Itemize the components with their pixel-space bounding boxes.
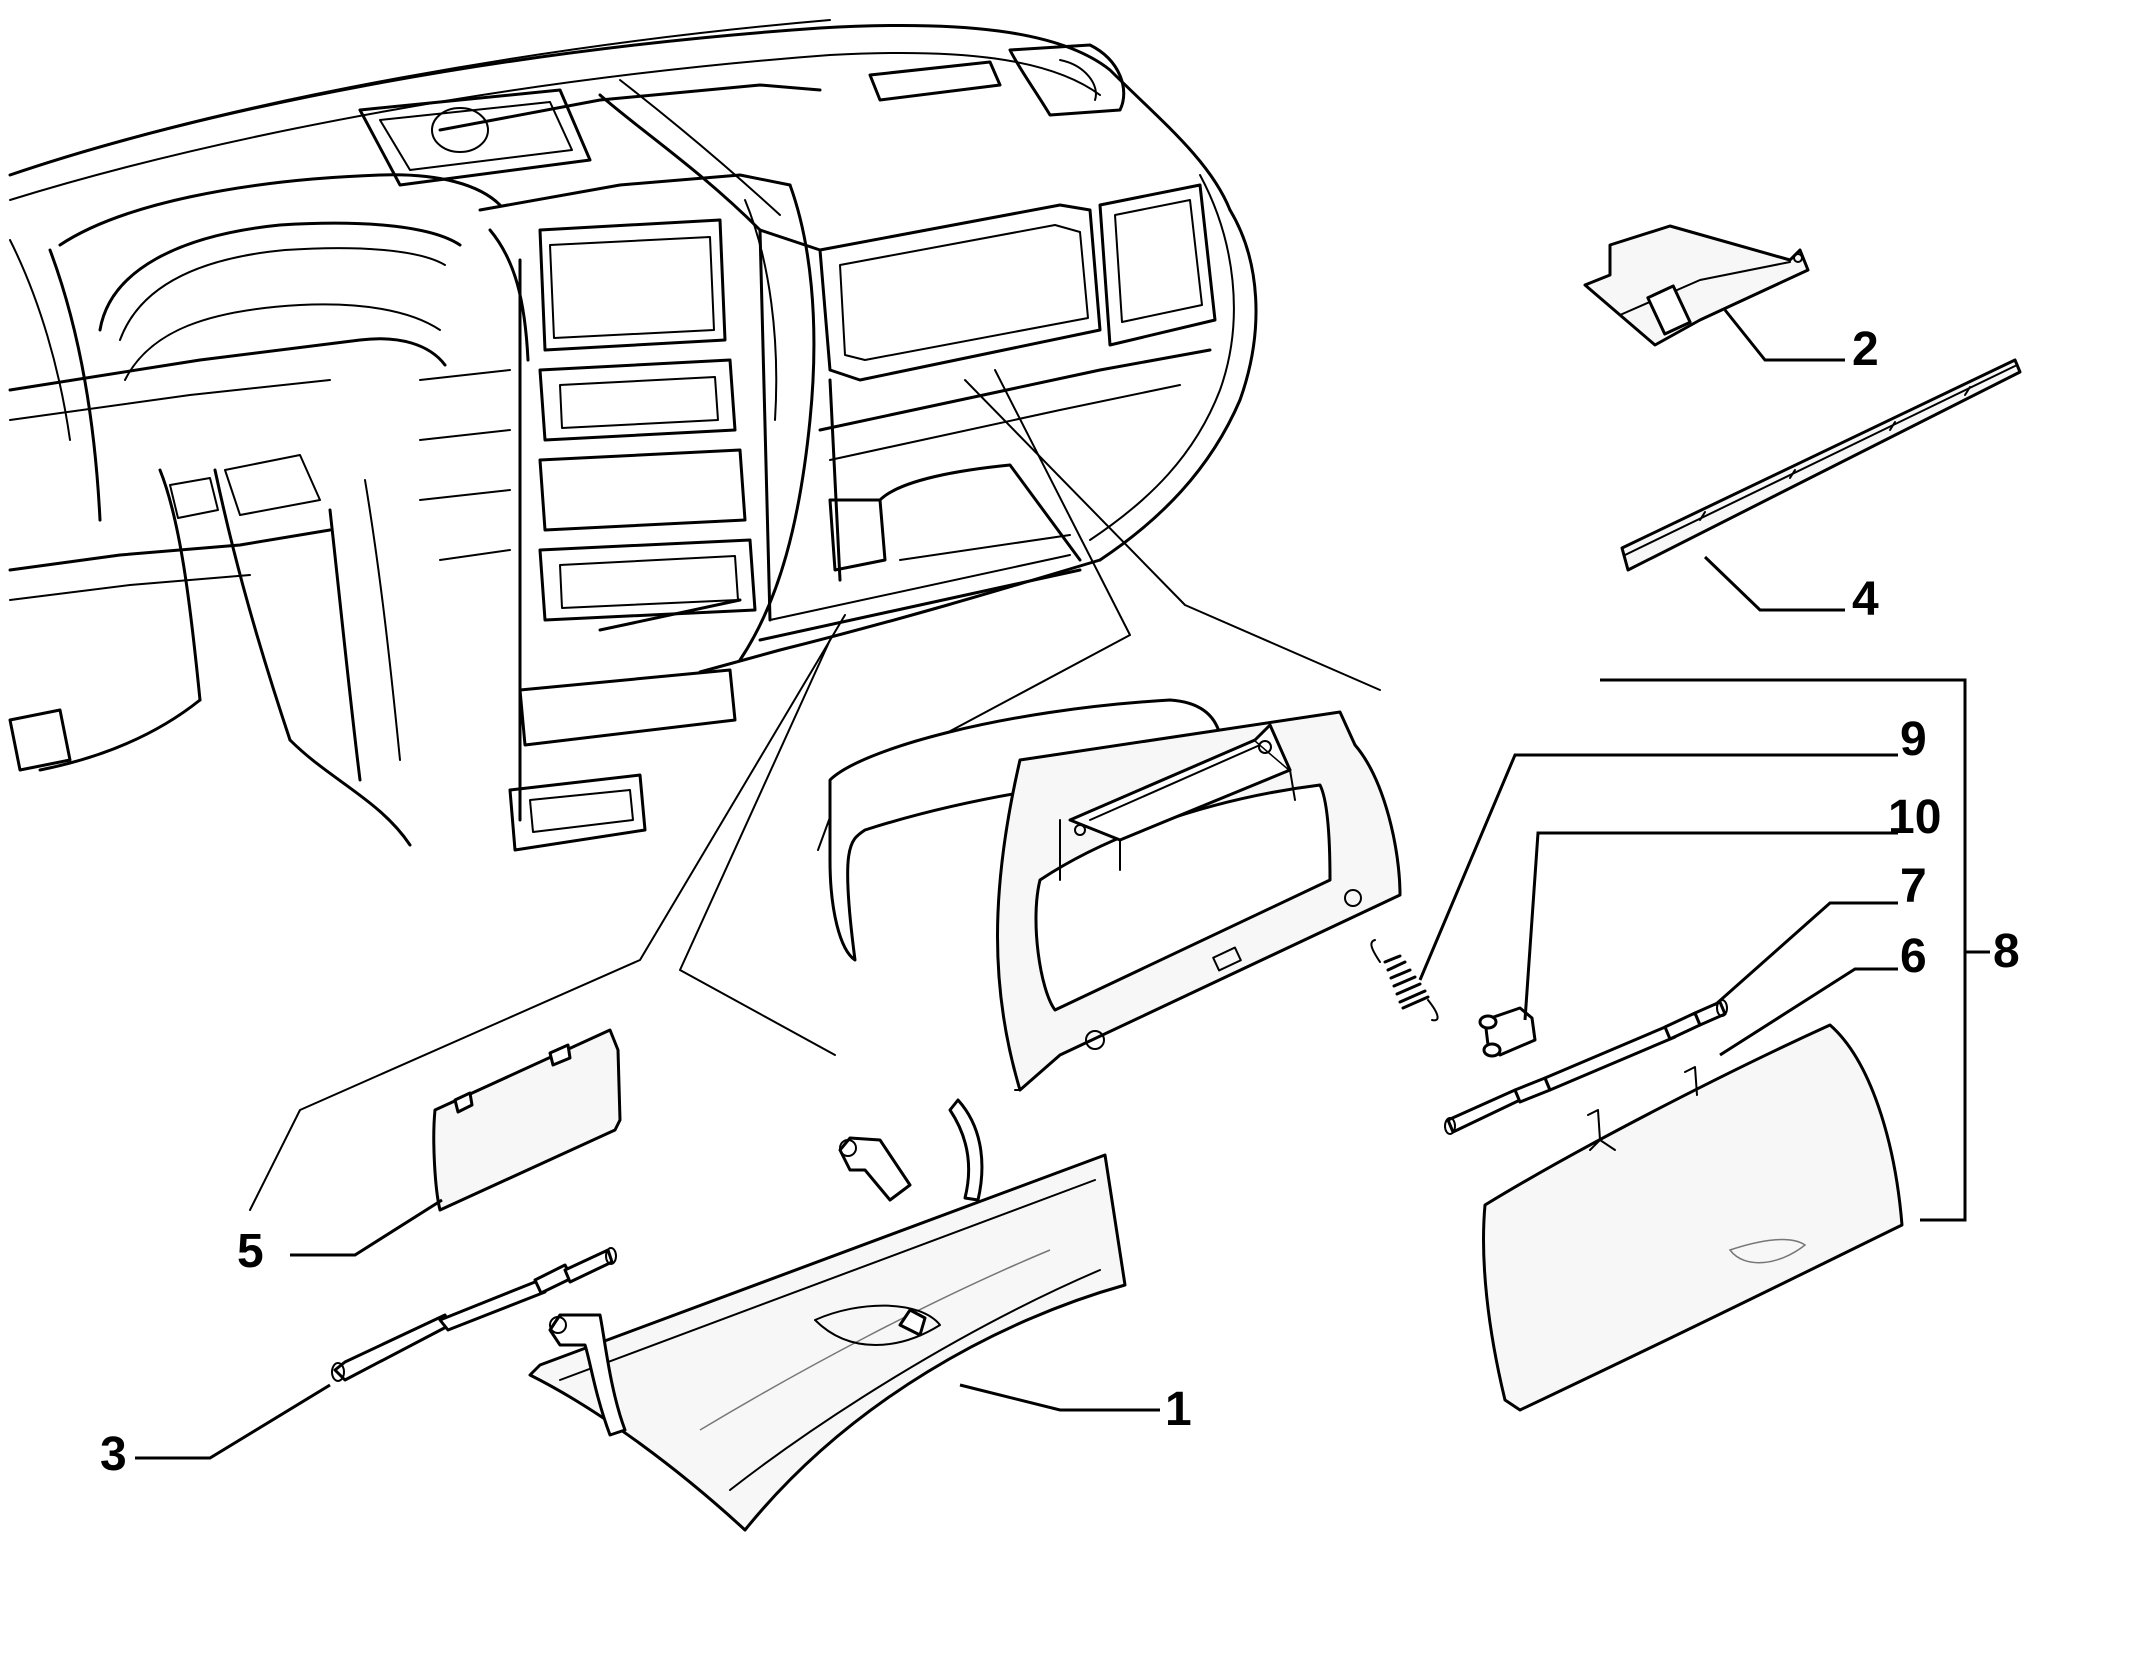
callout-8: 8 bbox=[1993, 925, 2020, 978]
callout-7: 7 bbox=[1900, 860, 1927, 913]
part-4-trim-strip bbox=[1620, 358, 2022, 572]
callout-9: 9 bbox=[1900, 713, 1927, 766]
callout-labels: 2 4 9 10 7 6 8 5 3 1 bbox=[100, 323, 2020, 1481]
part-3-damper-rod bbox=[331, 1247, 617, 1382]
part-9-spring bbox=[1370, 939, 1439, 1022]
callout-4: 4 bbox=[1852, 573, 1879, 626]
callout-2: 2 bbox=[1852, 323, 1879, 376]
part-2-bracket bbox=[1583, 224, 1810, 347]
callout-6: 6 bbox=[1900, 930, 1927, 983]
callout-10: 10 bbox=[1888, 791, 1941, 844]
part-10-hinge-block bbox=[1478, 1006, 1537, 1058]
glovebox-housing bbox=[828, 698, 1402, 1092]
part-7-damper-rod bbox=[1444, 999, 1728, 1135]
part-5-small-lid bbox=[432, 1028, 622, 1212]
callout-1: 1 bbox=[1165, 1383, 1192, 1436]
part-6-glovebox-door bbox=[1482, 1023, 1904, 1412]
part-1-glovebox-lid bbox=[528, 1098, 1127, 1532]
callout-3: 3 bbox=[100, 1428, 127, 1481]
callout-5: 5 bbox=[237, 1225, 264, 1278]
callout-leaders bbox=[135, 309, 1990, 1460]
dashboard-assembly bbox=[8, 19, 1258, 852]
